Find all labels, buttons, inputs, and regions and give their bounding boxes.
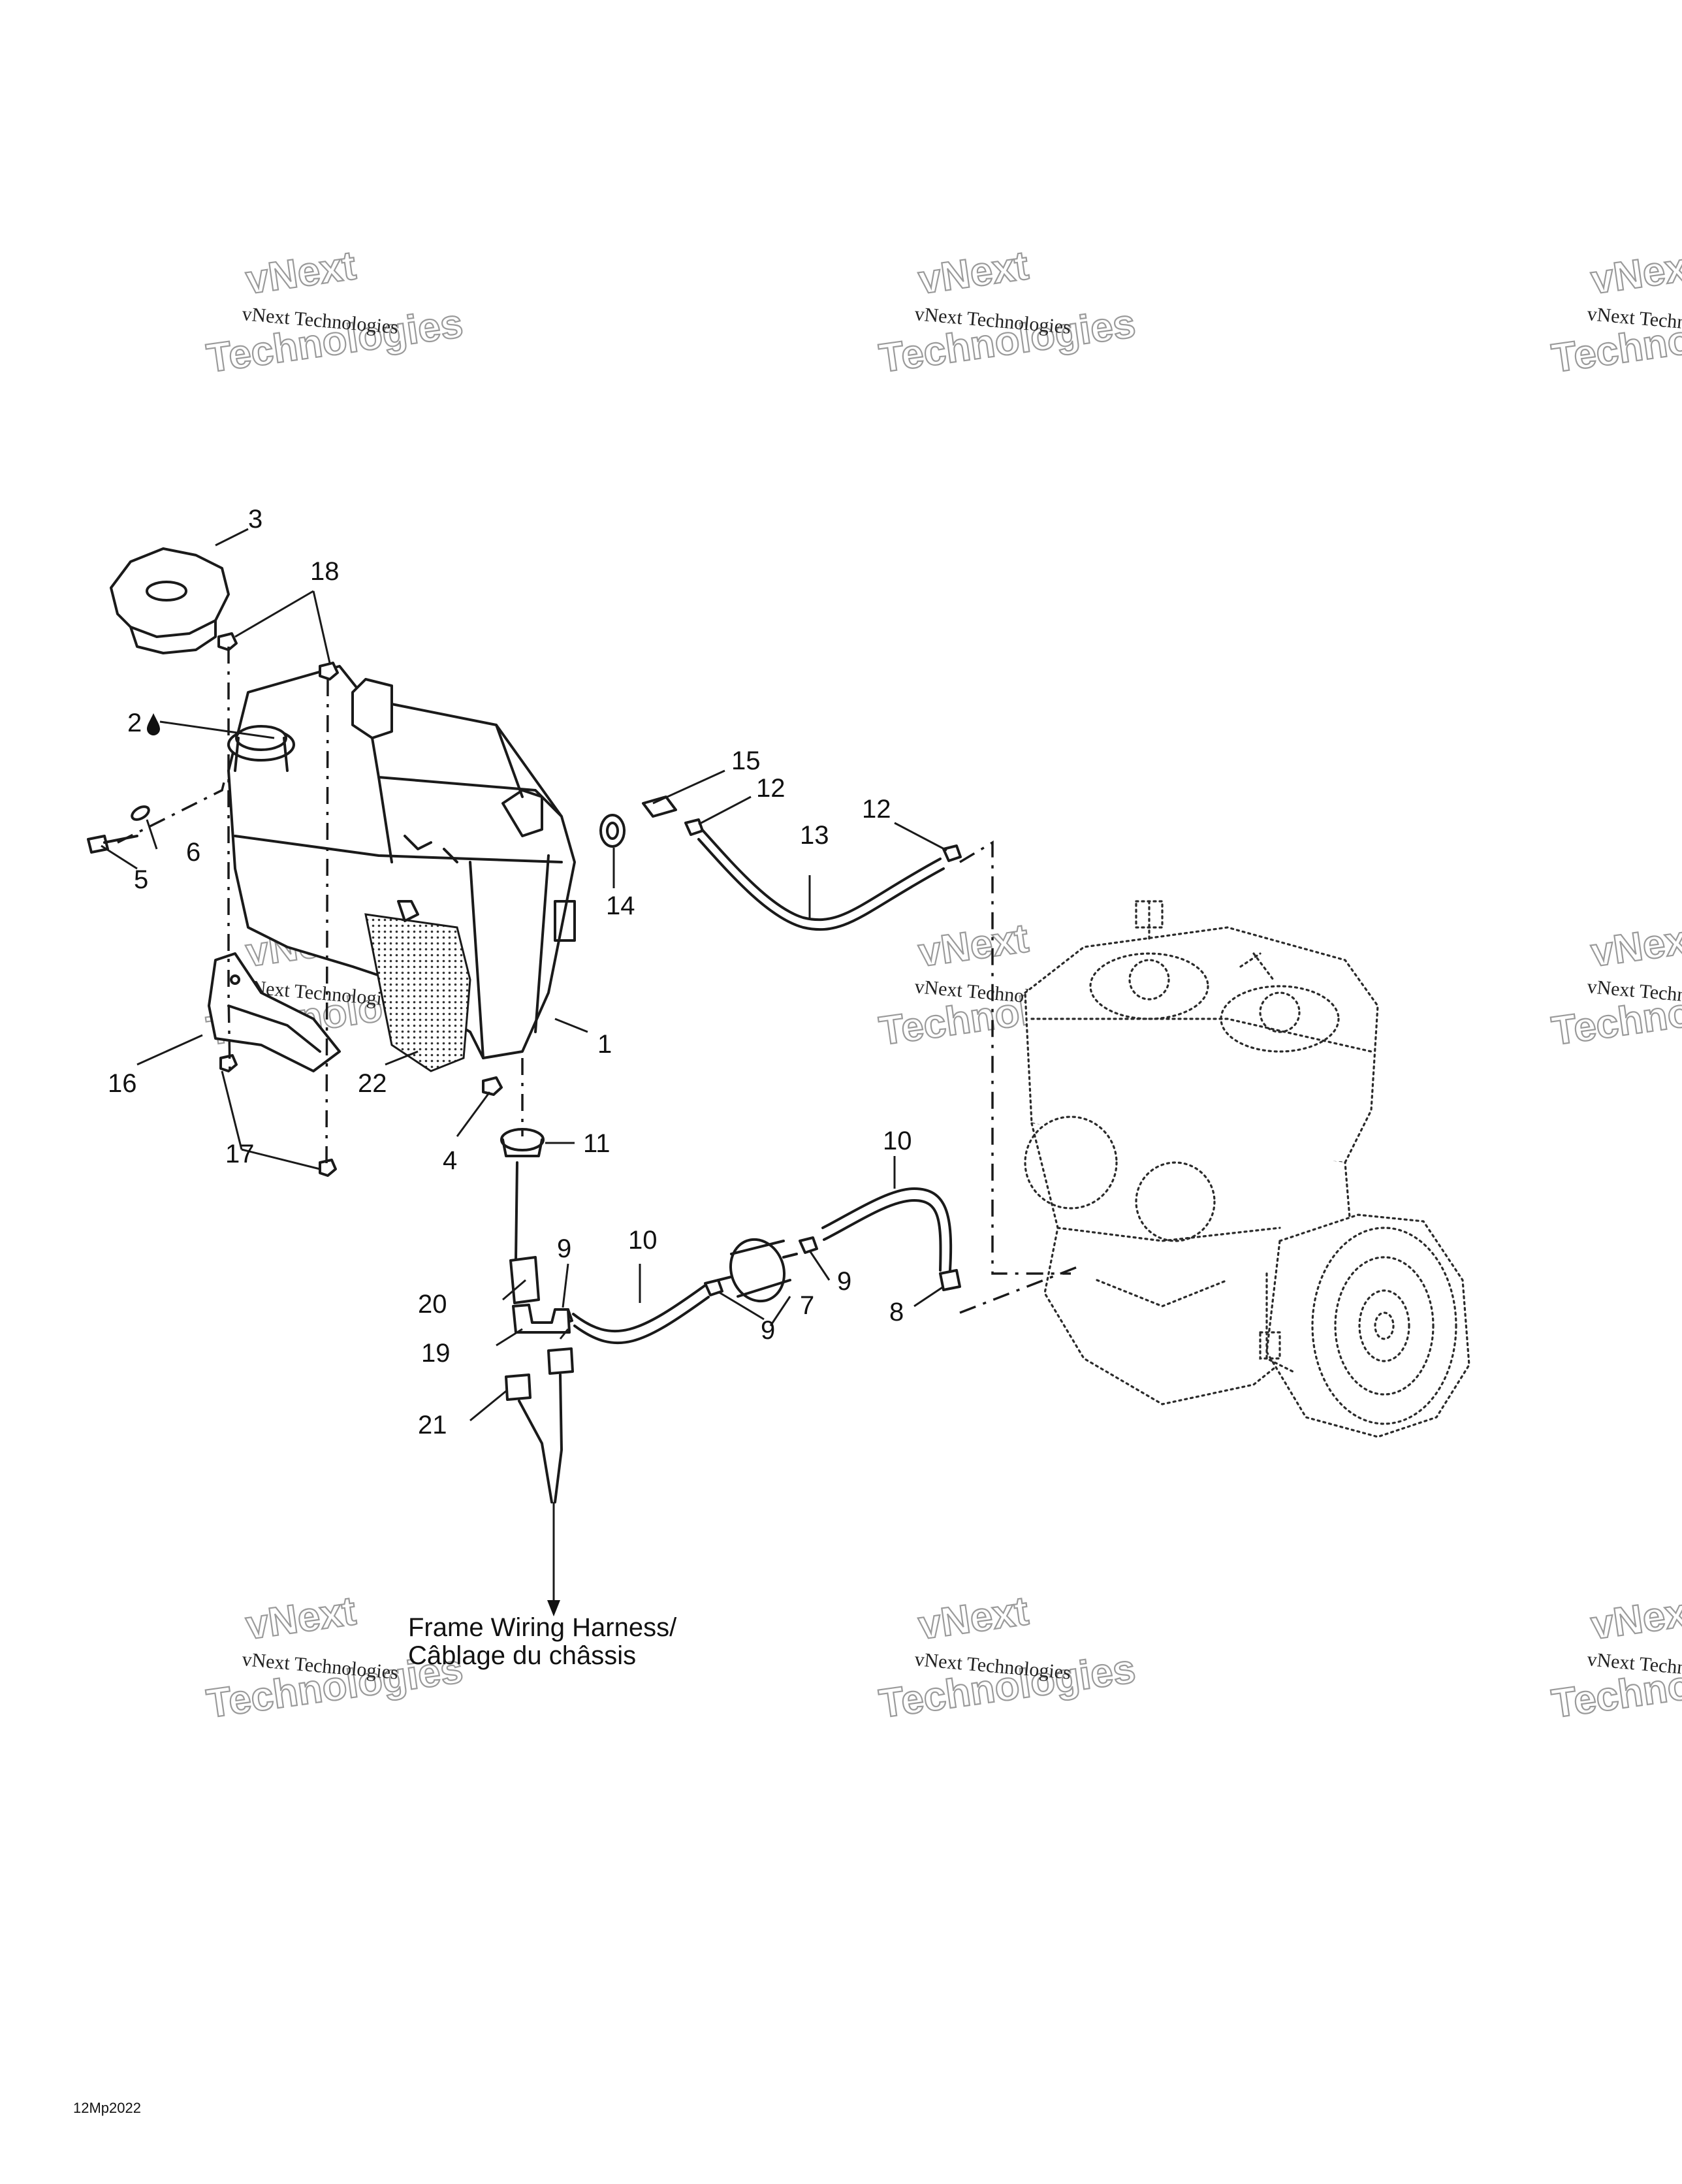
watermark-bottom-right: vNext Technologies vNext Technologies	[1548, 1588, 1682, 1727]
callout-8: 8	[889, 1298, 904, 1326]
callout-4: 4	[443, 1146, 457, 1175]
callout-19: 19	[421, 1339, 451, 1368]
filler-cap	[110, 547, 230, 654]
callout-5: 5	[134, 865, 148, 894]
svg-text:vNext: vNext	[243, 243, 358, 303]
harness-label-line2: Câblage du châssis	[408, 1641, 636, 1670]
svg-text:vNext: vNext	[243, 1588, 358, 1648]
callout-9-left: 9	[557, 1234, 571, 1263]
svg-text:vNext: vNext	[1588, 916, 1682, 976]
watermark-top-left: vNext Technologies vNext Technologies	[203, 242, 466, 382]
engine-assembly	[1024, 900, 1470, 1438]
callout-10-lower: 10	[628, 1226, 658, 1255]
tank-bracket	[208, 952, 341, 1072]
drop-icon	[147, 713, 160, 735]
oil-filter	[717, 1238, 798, 1303]
callout-9-bottom: 9	[761, 1316, 775, 1345]
callout-3: 3	[248, 505, 262, 534]
watermark-top-right: vNext Technologies vNext Technologies	[1548, 242, 1682, 382]
harness-label: Frame Wiring Harness/ Câblage du châssis	[408, 1613, 677, 1670]
document-code: 12Mp2022	[73, 2100, 141, 2116]
callout-20: 20	[418, 1290, 447, 1319]
svg-text:vNext: vNext	[915, 243, 1031, 303]
callout-16: 16	[108, 1069, 137, 1098]
callout-13: 13	[800, 821, 829, 850]
callout-14: 14	[606, 891, 635, 920]
callout-21: 21	[418, 1411, 447, 1439]
harness-label-line1: Frame Wiring Harness/	[408, 1613, 677, 1642]
callout-18: 18	[310, 557, 340, 586]
hoses	[572, 828, 953, 1345]
wiring-connectors	[505, 1347, 574, 1616]
callout-10-upper: 10	[883, 1127, 912, 1155]
svg-text:vNext: vNext	[915, 916, 1031, 976]
svg-text:vNext: vNext	[1588, 1588, 1682, 1648]
leader-lines	[101, 528, 947, 1422]
watermark-mid-right: vNext Technologies vNext Technologies	[1548, 915, 1682, 1055]
watermark-top-center: vNext Technologies vNext Technologies	[876, 242, 1139, 382]
callout-7: 7	[800, 1291, 814, 1320]
svg-text:vNext: vNext	[915, 1588, 1031, 1648]
callout-6: 6	[186, 838, 200, 867]
oil-tank	[227, 665, 576, 1072]
svg-text:vNext: vNext	[1588, 243, 1682, 303]
callout-12-upper: 12	[756, 774, 785, 803]
callout-15: 15	[731, 747, 761, 775]
callout-numbers: 3 18 2 15 12 12 13 6 5 14 1 16 22 17 4 1…	[108, 505, 912, 1439]
callout-9-right: 9	[837, 1267, 851, 1296]
callout-1: 1	[597, 1030, 612, 1059]
watermark-bottom-center: vNext Technologies vNext Technologies	[876, 1588, 1139, 1727]
alignment-lines	[117, 647, 1078, 1314]
callout-11: 11	[583, 1129, 611, 1158]
callout-17: 17	[225, 1140, 255, 1168]
callout-2: 2	[127, 709, 142, 737]
callout-22: 22	[358, 1069, 387, 1098]
callout-12-right: 12	[862, 795, 891, 824]
